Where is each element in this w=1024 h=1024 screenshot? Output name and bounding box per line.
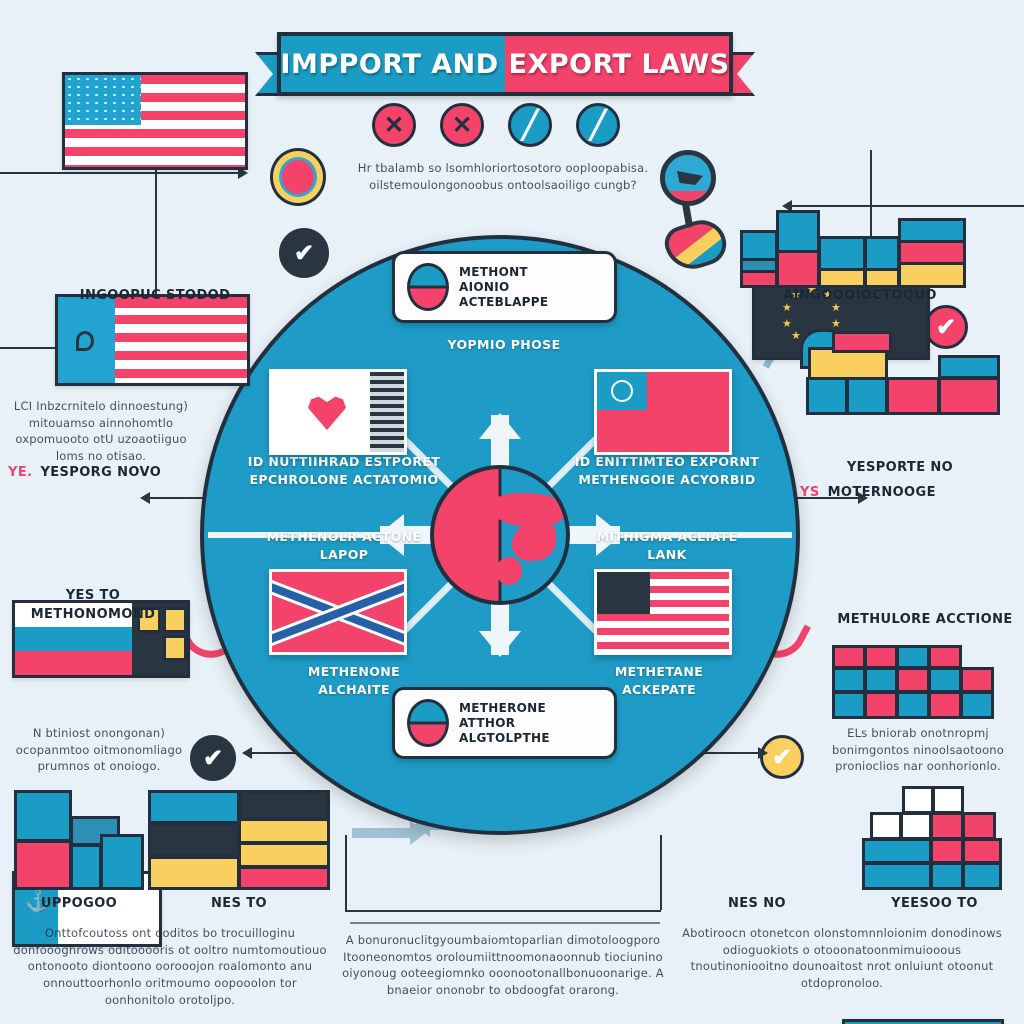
connector-line xyxy=(345,835,347,910)
hub-flag-un-style xyxy=(594,369,732,455)
node-mid-left-status: YESPORG NOVO xyxy=(40,465,162,480)
connector-line xyxy=(790,497,860,499)
hub-top-plate-text: METHONT AIONIO ACTEBLAPPE xyxy=(459,264,549,309)
flag-cuba-style xyxy=(842,1019,1004,1024)
hub-quadrant-lr-line2: ACKEPATE xyxy=(621,682,697,697)
title-banner: IMPPORT AND EXPORT LAWS xyxy=(255,32,755,110)
hub-quadrant-lr-line1: METHETANE xyxy=(614,664,704,679)
central-hub-circle: ID NUTTIIHRAD ESTPORET EPCHROLONE ACTATO… xyxy=(200,235,800,835)
hub-flag-usa xyxy=(594,569,732,655)
node-mid-right-accent: YS xyxy=(800,485,820,500)
node-bottom-left-caption-b: NES TO xyxy=(211,896,267,911)
connector-arrow xyxy=(140,492,150,504)
connector-line xyxy=(148,497,218,499)
top-question-text: Hr tbalamb so lsomhloriortosotoro ooploo… xyxy=(357,161,649,192)
node-mid-left-accent: YE. xyxy=(8,465,33,480)
flag-block-bottom-left xyxy=(148,790,330,890)
node-lower-left-prefix: YES TO xyxy=(65,588,121,603)
node-lower-left-body: N btiniost onongonan) ocopanmtoo oitmono… xyxy=(15,726,183,774)
ribbon-half-pink xyxy=(505,36,729,92)
flow-arrow-right xyxy=(352,821,426,845)
node-bottom-right-caption-a: NES NO xyxy=(728,896,786,911)
globe-icon xyxy=(430,465,570,605)
node-bottom-right-body: Abotiroocn otonetcon olonstomnnloionim d… xyxy=(682,926,1002,991)
check-icon-left xyxy=(279,228,329,278)
container-yard-mid-right xyxy=(800,305,1000,415)
node-mid-right-caption: YESPORTE NO xyxy=(846,460,954,475)
container-stairs-bottom-right xyxy=(862,786,1002,890)
check-icon-bottom-left xyxy=(190,735,236,781)
flag-usa-blue-canton xyxy=(55,294,250,386)
container-group-top-right xyxy=(740,196,970,288)
ribbon-half-blue xyxy=(281,36,505,92)
x-mark-icon-1 xyxy=(372,103,416,147)
magnifier-ship-icon xyxy=(660,150,732,277)
connector-arrow xyxy=(782,200,792,212)
node-mid-left-body: LCI Inbzcrnitelo dinnoestung) mitouamso … xyxy=(13,399,189,464)
container-stacks-right xyxy=(832,645,1012,721)
hub-bottom-plate[interactable]: METHERONE ATTHOR ALGTOLPTHE xyxy=(392,687,617,759)
node-bottom-right-caption-b: YEESOO TO xyxy=(891,896,978,911)
connector-line xyxy=(155,150,157,345)
connector-line xyxy=(0,172,240,174)
hub-quadrant-ur-line4: LANK xyxy=(647,547,687,562)
connector-arrow xyxy=(858,492,868,504)
flag-usa-dotted xyxy=(62,72,248,170)
hub-flag-heart xyxy=(269,369,407,455)
connector-line xyxy=(670,752,760,754)
x-mark-icon-2 xyxy=(440,103,484,147)
hub-top-sublabel: YOPMIO PHOSE xyxy=(447,337,561,352)
hub-quadrant-ur-line1: ID ENITTIMTEO EXPORNT xyxy=(574,454,760,469)
flag-russia-style xyxy=(12,600,190,678)
node-lower-left-status: METHONOMOND xyxy=(30,607,156,622)
node-lower-left-status-group: YES TO METHONOMOND xyxy=(8,588,178,622)
pill-icon-top xyxy=(407,263,449,311)
hub-quadrant-ll-line2: ALCHAITE xyxy=(318,682,390,697)
connector-line xyxy=(660,835,662,910)
hub-quadrant-ul-line2: EPCHROLONE ACTATOMIO xyxy=(249,472,439,487)
node-bottom-left-caption-a: UPPOGOO xyxy=(40,896,118,911)
container-group-bottom-left xyxy=(14,790,144,890)
hub-quadrant-ul-line4: LAPOP xyxy=(319,547,369,562)
connector-arrow xyxy=(242,747,252,759)
bottom-divider xyxy=(350,922,660,924)
node-lower-right-body: ELs bniorab onotnropmj bonimgontos ninoo… xyxy=(831,726,1005,774)
connector-line xyxy=(790,205,1024,207)
node-lower-right-prefix: METHULORE ACCTIONE xyxy=(837,612,1013,627)
hub-quadrant-ur-line2: METHENGOIE ACYORBID xyxy=(578,472,756,487)
hub-flag-cross xyxy=(269,569,407,655)
connector-arrow xyxy=(758,747,768,759)
hub-quadrant-ll-line1: METHENONE xyxy=(307,664,401,679)
node-bottom-center-body: A bonuronuclitgyoumbaiomtoparlian dimoto… xyxy=(342,933,664,998)
ship-icon xyxy=(660,213,732,277)
node-top-left-caption: INGOOPUC STODOD xyxy=(79,288,231,303)
node-bottom-left-body: Onttofcoutoss ont ooditos bo trocuillogi… xyxy=(13,926,327,1007)
page-title: IMPPORT AND EXPORT LAWS xyxy=(280,48,730,80)
slash-icon-2 xyxy=(576,103,620,147)
pill-icon-bottom xyxy=(407,699,449,747)
hub-bottom-plate-text: METHERONE ATTHOR ALGTOLPTHE xyxy=(459,700,550,745)
connector-line xyxy=(345,910,661,912)
magnifier-lens-icon xyxy=(660,150,716,206)
connector-arrow xyxy=(238,167,248,179)
hub-top-plate[interactable]: METHONT AIONIO ACTEBLAPPE xyxy=(392,251,617,323)
slash-icon-1 xyxy=(508,103,552,147)
badge-ring-icon xyxy=(270,148,326,206)
ribbon-body xyxy=(277,32,733,96)
hub-quadrant-ul-line3: METHENOLR ACTONE xyxy=(266,529,422,544)
node-mid-right-status: MOTERNOOGE xyxy=(827,485,936,500)
hub-quadrant-ul-line1: ID NUTTIIHRAD ESTPORET xyxy=(247,454,441,469)
hub-quadrant-ur-line3: MITHIGMA ACLIATE xyxy=(596,529,738,544)
node-top-right-caption: AINGOOOIOCTOQUO xyxy=(783,288,937,303)
